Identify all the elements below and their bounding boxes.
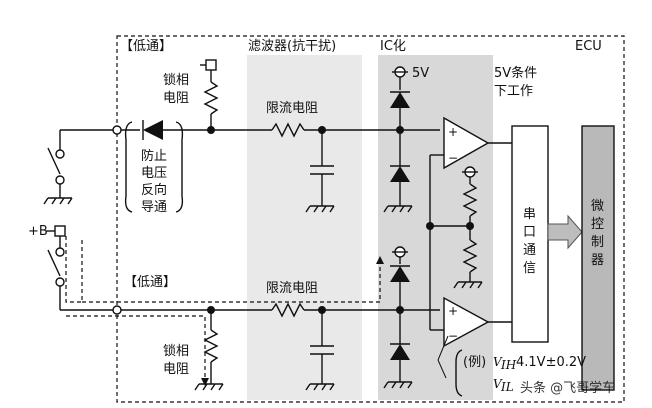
switch-top-contact	[55, 149, 65, 159]
plus-b-terminal-icon	[54, 225, 66, 237]
arrow-up-icon	[376, 256, 384, 264]
switch-bot-blade	[47, 249, 61, 277]
vref-terminal-icon	[462, 166, 478, 178]
limit-resistor-top-icon	[271, 122, 305, 138]
ground-icon	[383, 205, 413, 213]
switch-bot-pivot	[55, 277, 65, 287]
vih-value: 4.1V±0.2V	[516, 355, 586, 370]
serial-comm-text: 串 口 通 信	[523, 207, 536, 276]
vih-label: V	[493, 355, 503, 369]
ground-icon	[194, 383, 224, 391]
divider-resistor-lower-icon	[462, 239, 478, 273]
ground-icon	[43, 197, 73, 205]
svg-text:信: 信	[523, 261, 536, 276]
mcu-block	[581, 125, 615, 391]
low-pass-top-label: 【低通】	[120, 39, 172, 54]
pull-up-resistor-icon	[203, 81, 219, 115]
bot-connector-pin	[112, 305, 122, 315]
top-connector-pin	[112, 125, 122, 135]
node-dot	[207, 126, 215, 134]
vcc-terminal-icon	[392, 246, 408, 258]
vil-sub: IL	[500, 380, 514, 394]
vih-sub: IH	[500, 358, 517, 372]
ic-band	[378, 55, 493, 400]
svg-text:通: 通	[523, 243, 536, 258]
data-flow-arrow-icon	[547, 214, 583, 250]
ground-icon	[453, 281, 483, 289]
svg-text:制: 制	[591, 235, 604, 250]
cond-line1: 5V条件	[494, 65, 537, 81]
comparator-top-icon: + −	[443, 116, 490, 170]
filter-band	[247, 55, 362, 400]
svg-text:串: 串	[523, 207, 536, 222]
switch-bot-contact	[55, 247, 65, 257]
svg-text:口: 口	[523, 225, 536, 240]
arrow-down-icon	[201, 378, 209, 386]
switch-top-blade	[47, 147, 61, 175]
ground-icon	[305, 383, 335, 391]
svg-text:电压: 电压	[141, 166, 167, 181]
plus-b-label: +B	[28, 224, 48, 239]
ground-icon	[305, 205, 335, 213]
svg-text:器: 器	[591, 253, 604, 268]
example-prefix: (例)	[463, 355, 486, 370]
clamp-diode-lower-icon	[390, 343, 410, 360]
lock-res-top-1: 锁相	[163, 72, 189, 88]
low-pass-bottom-label: 【低通】	[124, 275, 176, 290]
svg-text:微: 微	[591, 199, 604, 214]
lock-res-bot-1: 锁相	[163, 343, 189, 359]
divider-resistor-upper-icon	[462, 183, 478, 217]
pull-down-resistor-icon	[203, 329, 219, 363]
threshold-pointer	[437, 359, 447, 379]
current-path-dashed-c	[82, 262, 381, 303]
svg-text:防止: 防止	[141, 148, 167, 164]
vil-label: V	[493, 377, 503, 391]
node-dot	[466, 222, 474, 230]
limit-resistor-bottom-icon	[271, 302, 305, 318]
svg-text:+: +	[448, 125, 458, 139]
threshold-brace	[455, 349, 463, 397]
threshold-pointer	[437, 335, 449, 361]
node-dot	[396, 126, 404, 134]
reverse-diode-icon	[142, 120, 163, 140]
watermark: 头条 @飞哥学车	[520, 380, 615, 396]
reverse-guard-brace-right	[175, 121, 184, 213]
filter-header: 滤波器(抗干扰)	[248, 39, 336, 54]
ic-header: IC化	[380, 39, 406, 54]
svg-text:−: −	[448, 151, 458, 165]
clamp-diode-lower-icon	[390, 165, 410, 182]
mcu-text: 微 控 制 器	[591, 199, 604, 268]
reverse-guard-brace-left	[124, 121, 133, 213]
lock-res-top-2: 电阻	[163, 91, 189, 106]
current-path-dashed-a	[65, 236, 83, 303]
cond-line2: 下工作	[494, 84, 533, 99]
limit-res-top-label: 限流电阻	[266, 101, 318, 116]
svg-text:导通: 导通	[141, 200, 167, 215]
pull-up-terminal-icon	[200, 59, 217, 71]
clamp-diode-upper-icon	[390, 265, 410, 282]
clamp-diode-upper-icon	[390, 91, 410, 108]
svg-text:控: 控	[591, 217, 604, 232]
v5-label: 5V	[412, 66, 429, 81]
svg-text:反向: 反向	[141, 182, 167, 198]
ecu-boundary	[116, 35, 625, 403]
comparator-bottom-icon: + −	[443, 296, 490, 348]
limit-res-bottom-label: 限流电阻	[266, 281, 318, 296]
ecu-header: ECU	[575, 39, 602, 54]
lock-res-bot-2: 电阻	[163, 362, 189, 377]
switch-top-pivot	[55, 175, 65, 185]
svg-text:−: −	[448, 329, 458, 343]
svg-text:+: +	[448, 304, 458, 318]
ground-icon	[383, 381, 413, 389]
reverse-guard-text: 防止 电压 反向 导通	[141, 148, 167, 215]
